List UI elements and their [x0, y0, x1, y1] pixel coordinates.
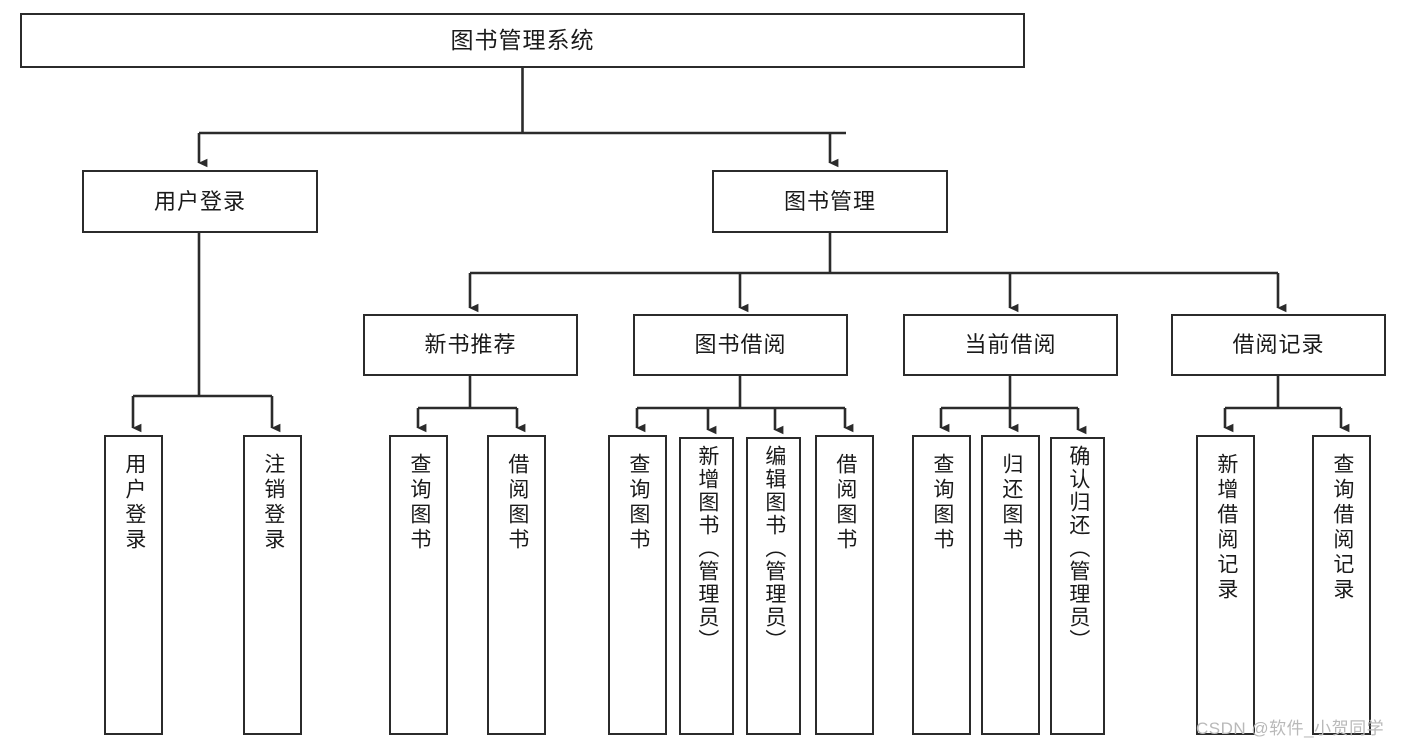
- node-label: 用户登录: [153, 188, 246, 214]
- node-new-book-recommendation[interactable]: 新书推荐: [363, 314, 578, 376]
- node-label: 用户登录: [122, 453, 146, 553]
- node-label: 图书管理系统: [450, 27, 595, 54]
- leaf-query-book-current[interactable]: 查询图书: [912, 435, 971, 735]
- node-label: 新增借阅记录: [1214, 453, 1238, 603]
- leaf-borrow-book-borrowing[interactable]: 借阅图书: [815, 435, 874, 735]
- node-root-book-management-system[interactable]: 图书管理系统: [20, 13, 1025, 68]
- node-label: 查询图书: [930, 453, 954, 553]
- leaf-query-borrow-record[interactable]: 查询借阅记录: [1312, 435, 1371, 735]
- node-label: 借阅记录: [1232, 332, 1325, 358]
- leaf-user-login[interactable]: 用户登录: [104, 435, 163, 735]
- leaf-return-book[interactable]: 归还图书: [981, 435, 1040, 735]
- node-label: 图书借阅: [694, 332, 787, 358]
- node-borrow-records[interactable]: 借阅记录: [1171, 314, 1386, 376]
- node-label: 注销登录: [261, 453, 285, 553]
- node-label: 借阅图书: [505, 453, 529, 553]
- node-current-borrowing[interactable]: 当前借阅: [903, 314, 1118, 376]
- node-book-borrowing[interactable]: 图书借阅: [633, 314, 848, 376]
- watermark: CSDN @软件_小贺同学: [1196, 719, 1385, 738]
- node-label: 当前借阅: [964, 332, 1057, 358]
- leaf-query-book-borrowing[interactable]: 查询图书: [608, 435, 667, 735]
- node-label: 新书推荐: [424, 332, 517, 358]
- node-label: 查询借阅记录: [1330, 453, 1354, 603]
- node-label: 查询图书: [626, 453, 650, 553]
- leaf-add-book-admin[interactable]: 新增图书（管理员）: [679, 437, 734, 735]
- leaf-borrow-book-new-recommendation[interactable]: 借阅图书: [487, 435, 546, 735]
- leaf-query-book-new-recommendation[interactable]: 查询图书: [389, 435, 448, 735]
- node-label: 查询图书: [407, 453, 431, 553]
- leaf-confirm-return-admin[interactable]: 确认归还（管理员）: [1050, 437, 1105, 735]
- leaf-add-borrow-record[interactable]: 新增借阅记录: [1196, 435, 1255, 735]
- node-label: 新增图书（管理员）: [695, 445, 719, 652]
- node-label: 归还图书: [999, 453, 1023, 553]
- node-label: 图书管理: [783, 188, 876, 214]
- leaf-edit-book-admin[interactable]: 编辑图书（管理员）: [746, 437, 801, 735]
- node-book-management[interactable]: 图书管理: [712, 170, 948, 233]
- node-label: 借阅图书: [833, 453, 857, 553]
- leaf-logout[interactable]: 注销登录: [243, 435, 302, 735]
- node-label: 编辑图书（管理员）: [762, 445, 786, 652]
- node-label: 确认归还（管理员）: [1066, 445, 1090, 652]
- node-user-login[interactable]: 用户登录: [82, 170, 318, 233]
